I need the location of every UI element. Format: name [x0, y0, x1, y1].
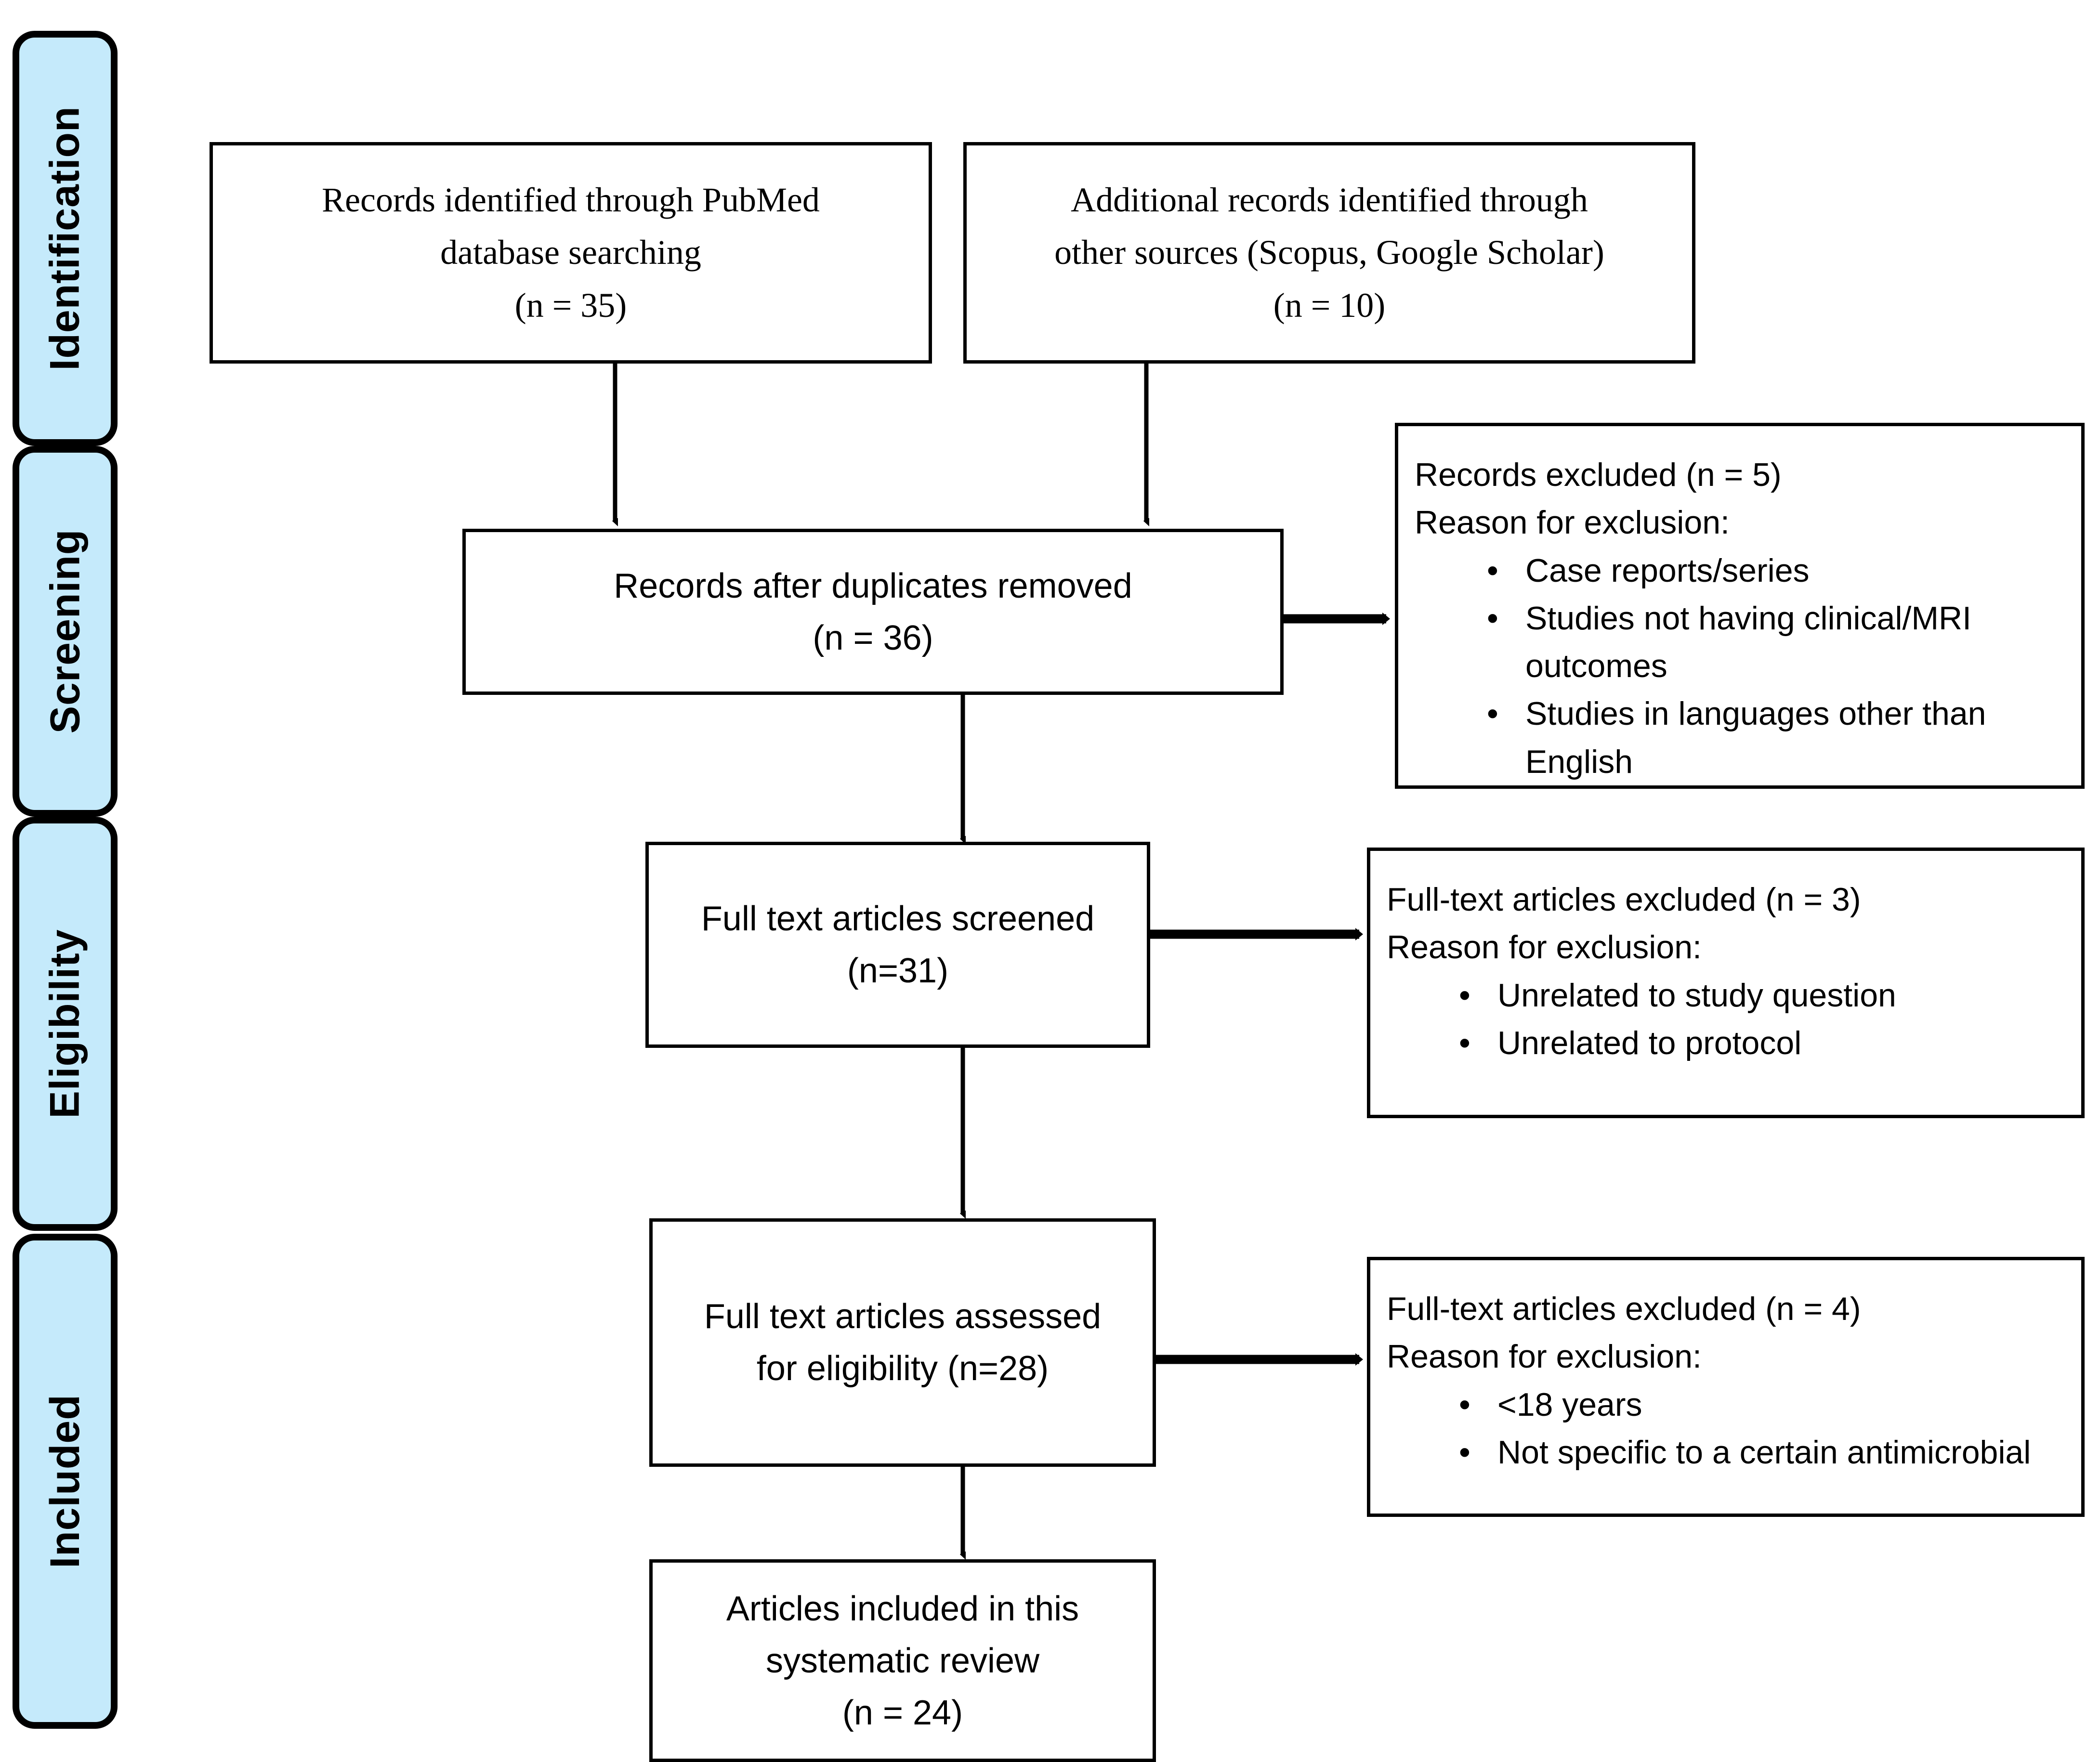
list-item: • Studies not having clinical/MRI outcom… [1415, 595, 2062, 691]
stage-label-identification: Identification [42, 106, 89, 371]
box-articles-included-line1: Articles included in this [726, 1589, 1079, 1628]
box-records-pubmed: Records identified through PubMed databa… [210, 142, 932, 364]
box-full-text-assessed: Full text articles assessed for eligibil… [649, 1218, 1156, 1467]
bullet-icon: • [1487, 695, 1498, 732]
box-fulltext-excluded-eligibility-reason-label: Reason for exclusion: [1387, 1338, 1702, 1375]
list-item-label: Not specific to a certain antimicrobial [1497, 1434, 2031, 1471]
stage-block-eligibility: Eligibility [13, 817, 118, 1231]
box-records-pubmed-line1: Records identified through PubMed [322, 180, 820, 219]
list-item: • Unrelated to study question [1387, 972, 2062, 1019]
box-records-pubmed-count: (n = 35) [514, 286, 627, 325]
stage-label-included: Included [42, 1394, 89, 1568]
box-records-other-sources-count: (n = 10) [1273, 286, 1386, 325]
stage-label-screening: Screening [42, 529, 88, 734]
box-full-text-assessed-line1: Full text articles assessed [704, 1297, 1102, 1336]
box-records-pubmed-line2: database searching [440, 233, 701, 272]
box-records-other-sources-line1: Additional records identified through [1071, 180, 1588, 219]
box-records-excluded: Records excluded (n = 5) Reason for excl… [1395, 423, 2085, 789]
box-records-excluded-reason-label: Reason for exclusion: [1415, 504, 1730, 541]
list-item-label: Studies not having clinical/MRI outcomes [1525, 600, 1972, 685]
list-item-label: Unrelated to study question [1497, 977, 1896, 1014]
list-item: • Case reports/series [1415, 547, 2062, 595]
list-item-label: <18 years [1497, 1386, 1642, 1423]
box-full-text-screened-count: (n=31) [847, 952, 949, 990]
bullet-icon: • [1459, 1386, 1470, 1423]
bullet-icon: • [1459, 1434, 1470, 1471]
list-item: • Unrelated to protocol [1387, 1019, 2062, 1067]
box-articles-included: Articles included in this systematic rev… [649, 1559, 1156, 1762]
list-item-label: Studies in languages other than English [1525, 695, 1986, 780]
list-item-label: Unrelated to protocol [1497, 1024, 1802, 1061]
box-articles-included-line2: systematic review [765, 1641, 1040, 1680]
box-full-text-screened-line1: Full text articles screened [701, 900, 1095, 938]
bullet-icon: • [1487, 600, 1498, 637]
stage-block-screening: Screening [13, 446, 118, 817]
box-records-after-duplicates: Records after duplicates removed (n = 36… [462, 529, 1284, 695]
bullet-icon: • [1459, 1024, 1470, 1061]
box-fulltext-excluded-eligibility: Full-text articles excluded (n = 4) Reas… [1367, 1257, 2085, 1517]
stage-label-eligibility: Eligibility [42, 929, 89, 1119]
list-item: • <18 years [1387, 1381, 2062, 1429]
box-fulltext-excluded-screening-title: Full-text articles excluded (n = 3) [1387, 881, 1861, 918]
stage-block-identification: Identification [13, 31, 118, 446]
box-records-other-sources-line2: other sources (Scopus, Google Scholar) [1054, 233, 1604, 272]
box-fulltext-excluded-screening-reason-label: Reason for exclusion: [1387, 929, 1702, 966]
box-records-excluded-title: Records excluded (n = 5) [1415, 457, 1782, 493]
box-fulltext-excluded-eligibility-reason-list: • <18 years • Not specific to a certain … [1387, 1381, 2062, 1477]
box-records-after-duplicates-line1: Records after duplicates removed [614, 566, 1132, 605]
box-full-text-assessed-line2: for eligibility (n=28) [756, 1349, 1049, 1388]
box-fulltext-excluded-screening: Full-text articles excluded (n = 3) Reas… [1367, 848, 2085, 1118]
box-records-after-duplicates-count: (n = 36) [813, 618, 933, 657]
box-fulltext-excluded-eligibility-title: Full-text articles excluded (n = 4) [1387, 1291, 1861, 1327]
list-item: • Not specific to a certain antimicrobia… [1387, 1429, 2062, 1476]
box-full-text-screened: Full text articles screened (n=31) [645, 842, 1150, 1048]
list-item: • Studies in languages other than Englis… [1415, 690, 2062, 786]
list-item-label: Case reports/series [1525, 552, 1810, 589]
stage-block-included: Included [13, 1234, 118, 1729]
bullet-icon: • [1487, 552, 1498, 589]
box-articles-included-count: (n = 24) [842, 1693, 963, 1732]
bullet-icon: • [1459, 977, 1470, 1014]
box-records-other-sources: Additional records identified through ot… [963, 142, 1695, 364]
box-records-excluded-reason-list: • Case reports/series • Studies not havi… [1415, 547, 2062, 786]
box-fulltext-excluded-screening-reason-list: • Unrelated to study question • Unrelate… [1387, 972, 2062, 1068]
